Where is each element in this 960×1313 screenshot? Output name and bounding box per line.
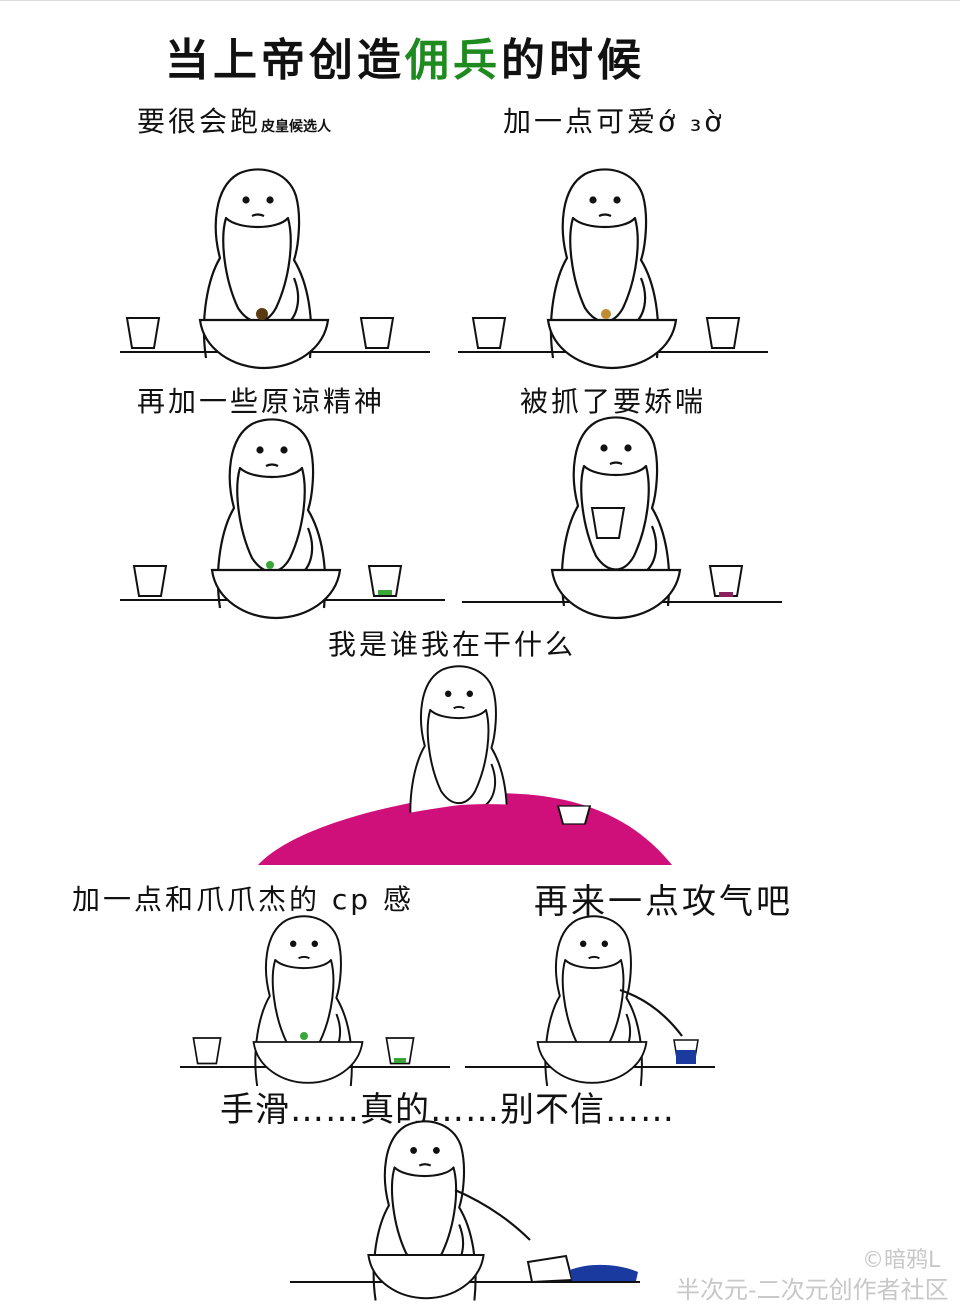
panel-3-caption: 再加一些原谅精神 [137, 385, 386, 418]
cup-contents [719, 592, 733, 597]
bowl [210, 568, 342, 620]
bowl [198, 318, 330, 370]
panel-8-scene [290, 1120, 640, 1302]
spilled-liquid [570, 1264, 638, 1281]
panel-3-scene [120, 418, 445, 620]
cup [557, 805, 591, 825]
panel-4-scene [462, 416, 782, 620]
spilled-cup [526, 1254, 574, 1284]
cup [706, 317, 740, 349]
panel-7-scene [465, 915, 715, 1087]
cup-contents [676, 1050, 696, 1064]
panel-6-scene [180, 915, 450, 1087]
panel-1-caption: 要很会跑皮皇候选人 [137, 105, 332, 138]
cup [192, 1037, 222, 1065]
reaching-arm [619, 988, 683, 1037]
cup [133, 565, 167, 597]
page-title: 当上帝创造佣兵的时候 [165, 35, 645, 86]
held-cup [591, 507, 625, 539]
cup [360, 317, 394, 349]
cup-contents [394, 1058, 406, 1063]
panel-2-scene [458, 168, 768, 370]
panel-8-caption: 手滑……真的……别不信…… [220, 1090, 675, 1130]
top-border [0, 0, 960, 1]
bowl [550, 568, 682, 620]
panel-7-caption: 再来一点攻气吧 [534, 882, 793, 922]
panel-1-scene [120, 168, 430, 370]
cup [709, 565, 743, 597]
cup-contents [378, 590, 392, 595]
panel-5-scene [258, 665, 672, 865]
ingredient [601, 309, 611, 319]
panel-5-caption: 我是谁我在干什么 [328, 628, 577, 661]
cup [126, 317, 160, 349]
watermark-author: ©暗鸦L [862, 1248, 941, 1273]
ingredient [256, 308, 268, 320]
watermark-site: 半次元-二次元创作者社区 [676, 1276, 949, 1304]
bowl [546, 318, 678, 370]
ingredient [300, 1032, 308, 1040]
panel-6-caption: 加一点和爪爪杰的 cp 感 [72, 883, 414, 916]
cup [472, 317, 506, 349]
panel-2-caption: 加一点可爱ớ ₃ờ [503, 105, 725, 138]
panel-4-caption: 被抓了要娇喘 [520, 385, 707, 418]
reaching-arm [454, 1188, 531, 1241]
panel-1-note: 皮皇候选人 [261, 119, 332, 135]
ingredient [266, 561, 274, 569]
